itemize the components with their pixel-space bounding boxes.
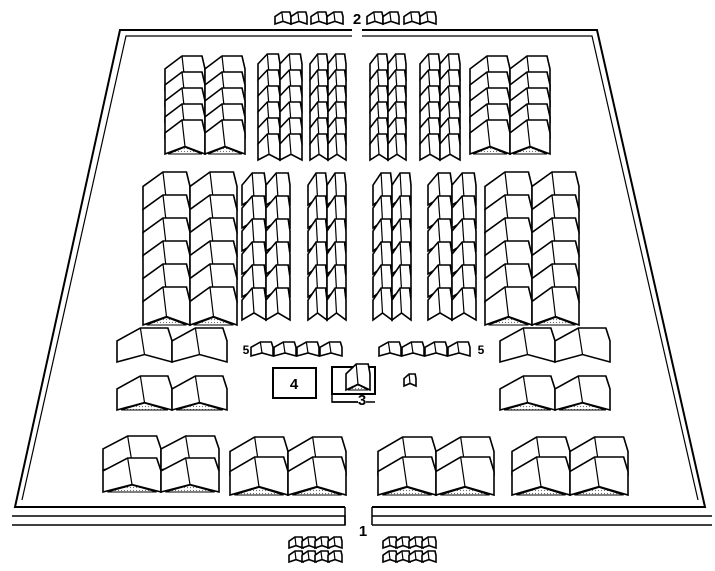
tent xyxy=(172,328,227,362)
tent xyxy=(315,551,329,562)
tent xyxy=(289,537,303,548)
tent xyxy=(117,328,172,362)
label-row-5-right: 5 xyxy=(478,343,485,357)
tent xyxy=(251,342,273,356)
tent xyxy=(396,551,410,562)
tent xyxy=(320,342,342,356)
structure-3-leader xyxy=(332,394,358,402)
tent xyxy=(328,537,342,548)
label-rear-gate-2: 2 xyxy=(353,11,361,28)
tent xyxy=(409,551,423,562)
tent xyxy=(383,551,397,562)
label-main-gate-1: 1 xyxy=(359,523,367,540)
tent xyxy=(302,551,316,562)
tent xyxy=(409,537,423,548)
tent xyxy=(274,342,296,356)
tent xyxy=(500,376,555,410)
tent xyxy=(555,328,610,362)
label-box-4: 4 xyxy=(290,376,299,393)
tent xyxy=(117,376,172,410)
tent xyxy=(448,342,470,356)
tent xyxy=(404,374,416,386)
tent xyxy=(328,551,342,562)
tent xyxy=(311,12,327,24)
tent xyxy=(500,328,555,362)
tent xyxy=(420,12,436,24)
tent xyxy=(404,12,420,24)
tent xyxy=(555,376,610,410)
tent xyxy=(422,551,436,562)
tent xyxy=(291,12,307,24)
tent xyxy=(422,537,436,548)
tent xyxy=(327,12,343,24)
label-center-3: 3 xyxy=(358,392,366,409)
tent xyxy=(315,537,329,548)
tent xyxy=(367,12,383,24)
tent xyxy=(289,551,303,562)
tent xyxy=(275,12,291,24)
tent xyxy=(297,342,319,356)
tent xyxy=(402,342,424,356)
tent xyxy=(383,12,399,24)
label-row-5-left: 5 xyxy=(243,343,250,357)
tent-grid xyxy=(103,12,628,562)
tent xyxy=(383,537,397,548)
tent xyxy=(425,342,447,356)
tent xyxy=(172,376,227,410)
tent xyxy=(302,537,316,548)
tent xyxy=(379,342,401,356)
tent xyxy=(396,537,410,548)
